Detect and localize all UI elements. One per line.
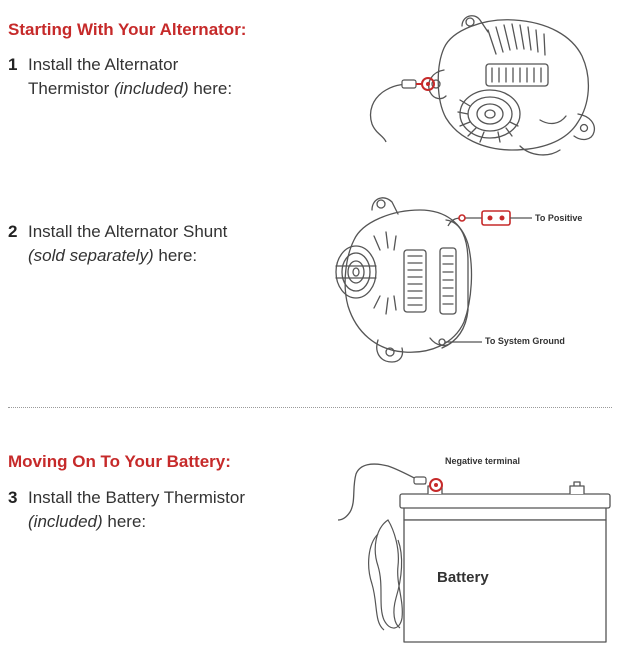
step-line2-text: Thermistor <box>28 79 114 98</box>
step-line2: Thermistor (included) here: <box>28 77 232 101</box>
battery-illustration <box>399 481 611 643</box>
thermistor-sensor-icon <box>369 77 435 143</box>
thermistor-sensor-icon <box>337 463 443 631</box>
step-line1: Install the Battery Thermistor <box>28 488 245 507</box>
alternator-illustration <box>428 15 596 156</box>
step-line2-suffix: here: <box>188 79 233 98</box>
step-line1: Install the Alternator <box>28 55 179 74</box>
step-line2-emphasis: (included) <box>113 79 189 98</box>
step-line2: (included) here: <box>28 510 146 534</box>
step-line2-emphasis: (sold separately) <box>28 246 154 265</box>
battery-label: Battery <box>437 569 489 586</box>
alternator-illustration <box>335 197 473 363</box>
shunt-wiring <box>438 210 532 346</box>
step-line2-emphasis: (included) <box>28 512 103 531</box>
to-system-ground-label: To System Ground <box>485 336 565 346</box>
battery-section-heading: Moving On To Your Battery: <box>8 452 231 471</box>
to-positive-label: To Positive <box>535 213 582 223</box>
step-number: 2 <box>8 222 18 241</box>
step-line2: (sold separately) here: <box>28 244 197 268</box>
step-line1: Install the Alternator Shunt <box>28 222 228 241</box>
step-number: 1 <box>8 55 18 74</box>
section-divider <box>8 407 612 408</box>
step-number: 3 <box>8 488 18 507</box>
alternator-section-heading: Starting With Your Alternator: <box>8 20 247 39</box>
step-line2-suffix: here: <box>153 246 198 265</box>
shunt-icon <box>481 210 511 226</box>
step-line2-suffix: here: <box>102 512 147 531</box>
negative-terminal-label: Negative terminal <box>445 456 520 466</box>
